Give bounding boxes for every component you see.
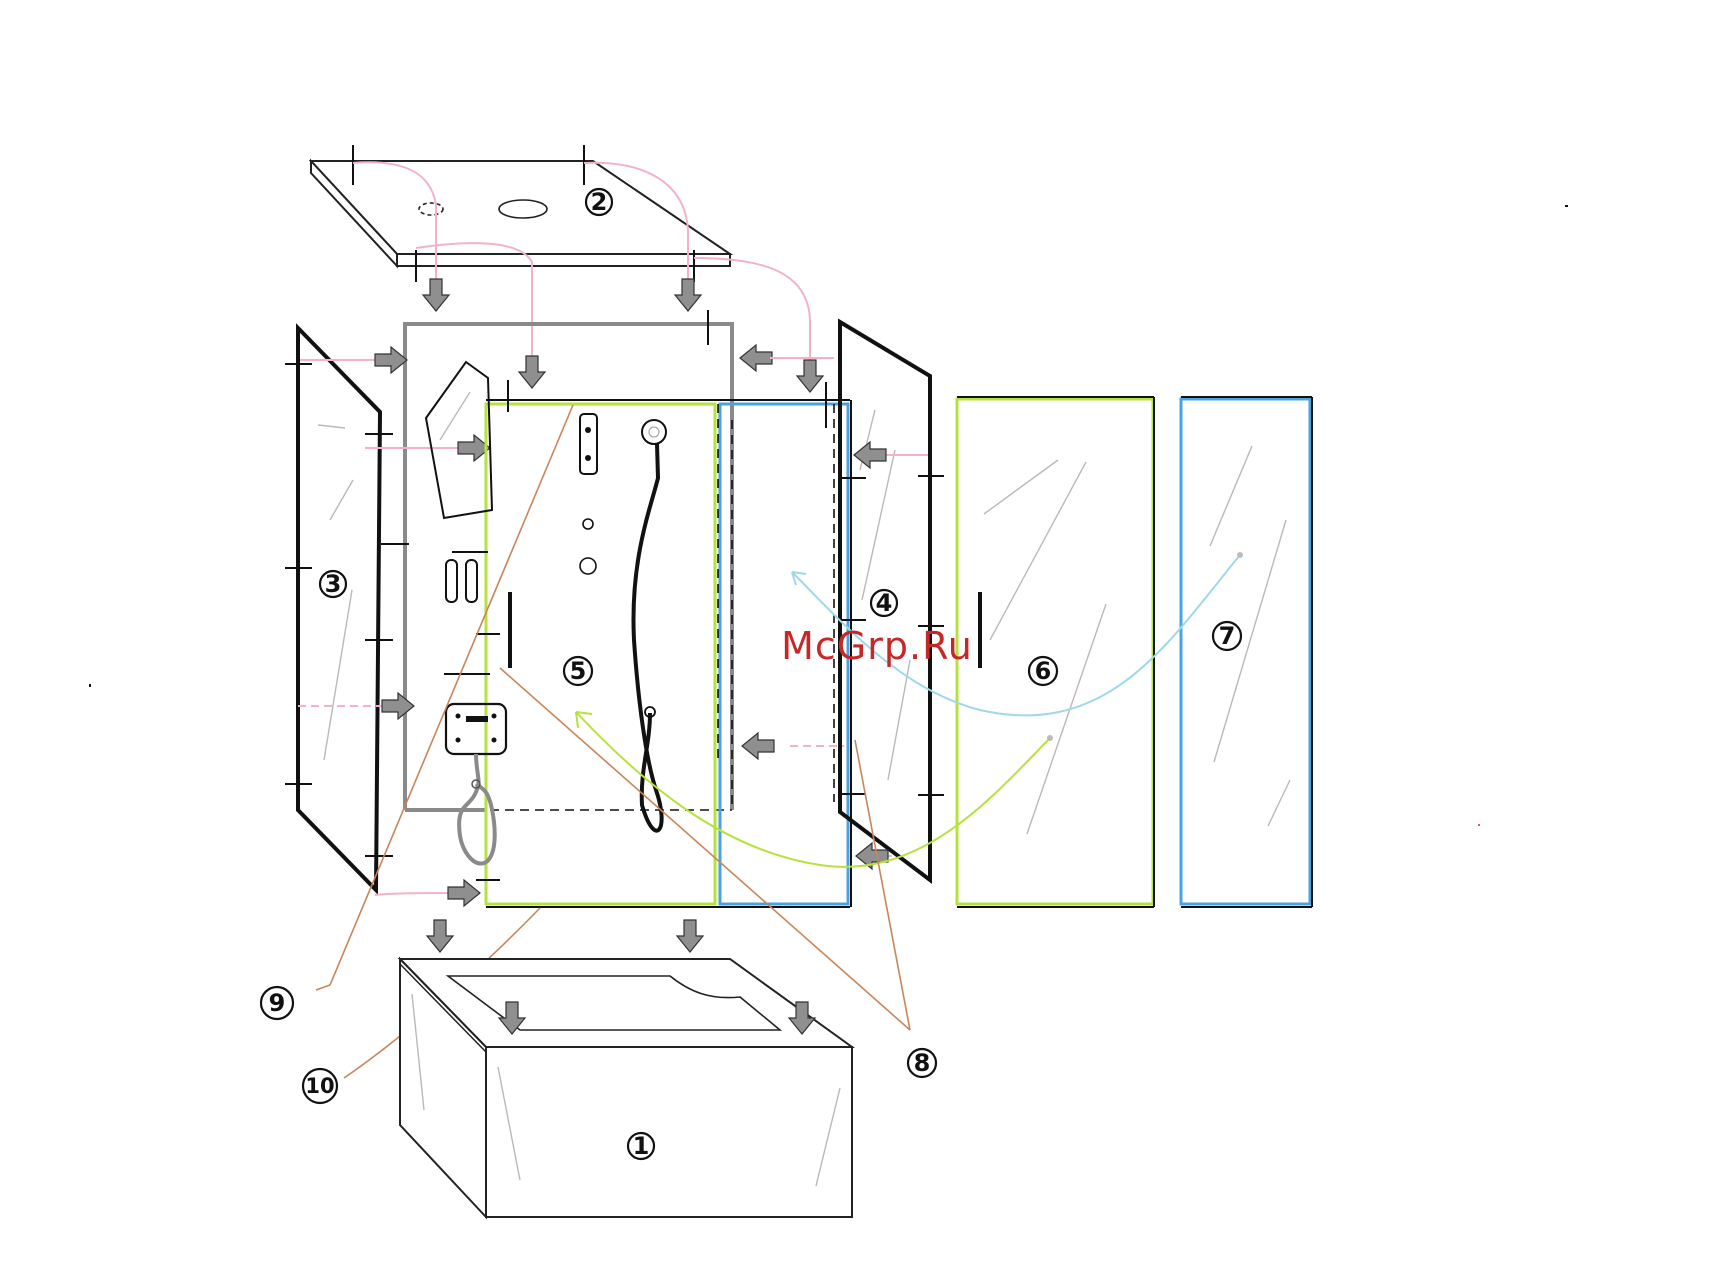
label-1-text: 1 xyxy=(633,1132,650,1160)
label-9: 9 xyxy=(261,987,293,1019)
label-7-text: 7 xyxy=(1219,622,1236,650)
label-4: 4 xyxy=(871,589,897,617)
label-9-text: 9 xyxy=(269,989,286,1017)
assembly-curves xyxy=(576,552,1243,867)
bath-tray xyxy=(400,959,852,1217)
label-1: 1 xyxy=(628,1132,654,1160)
mixer-control xyxy=(446,704,506,864)
left-side-panel xyxy=(285,328,393,890)
watermark-text: McGrp.Ru xyxy=(781,624,973,668)
label-10: 10 xyxy=(303,1069,337,1103)
front-glass-panel-6 xyxy=(957,397,1154,907)
label-5: 5 xyxy=(564,657,592,685)
control-slots xyxy=(446,560,477,602)
label-10-text: 10 xyxy=(305,1074,334,1098)
inner-arrows xyxy=(740,345,844,759)
left-arrows xyxy=(375,347,490,906)
label-6: 6 xyxy=(1029,657,1057,685)
label-3: 3 xyxy=(320,570,346,598)
label-8: 8 xyxy=(908,1049,936,1077)
label-2-text: 2 xyxy=(591,188,608,216)
front-glass-panel-7 xyxy=(1181,397,1312,907)
shower-head-icon xyxy=(633,420,666,831)
label-4-text: 4 xyxy=(876,589,893,617)
mirror-icon xyxy=(426,362,492,518)
label-7: 7 xyxy=(1213,622,1241,650)
roof-panel xyxy=(311,145,730,282)
label-2: 2 xyxy=(586,188,612,216)
stray-marks xyxy=(89,205,1568,826)
label-6-text: 6 xyxy=(1035,657,1052,685)
control-panel-icon xyxy=(580,414,597,574)
label-3-text: 3 xyxy=(325,570,342,598)
label-5-text: 5 xyxy=(570,657,587,685)
label-8-text: 8 xyxy=(914,1049,931,1077)
